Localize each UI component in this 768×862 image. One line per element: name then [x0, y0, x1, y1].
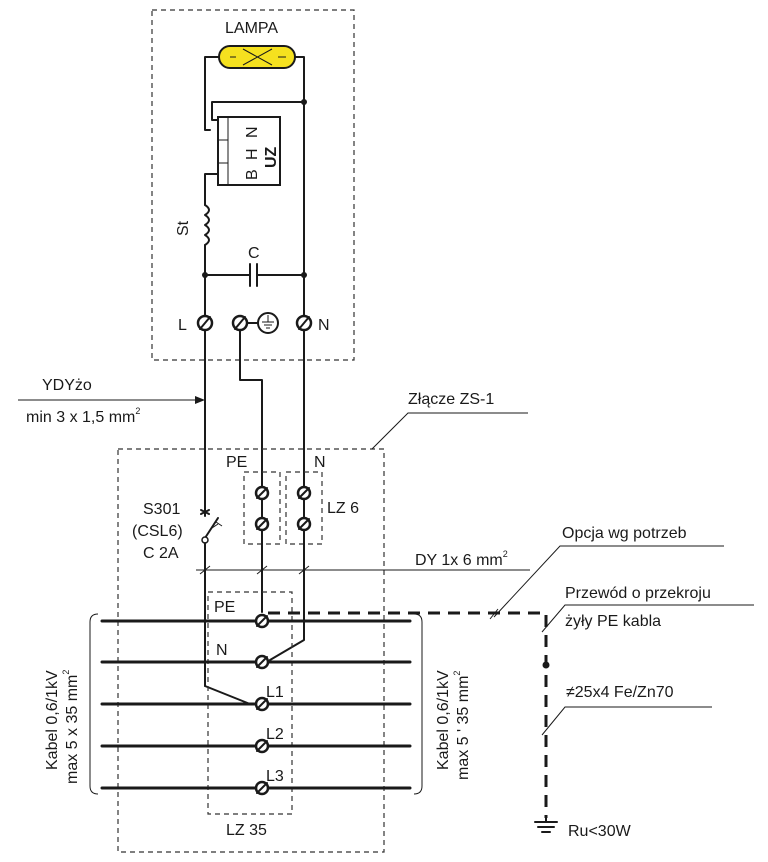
breaker-type: (CSL6) — [132, 523, 183, 540]
wire-lamp-neutral — [211, 101, 305, 121]
cable-right-label: Kabel 0,6/1kV — [435, 670, 452, 770]
bus-pe-label: PE — [214, 599, 235, 616]
connector-box — [117, 448, 385, 853]
supply-cable-label: YDYżo — [42, 377, 92, 394]
conductor-leader — [541, 604, 754, 633]
lz6-label: LZ 6 — [327, 500, 359, 517]
connector-leader — [371, 412, 528, 450]
igniter-label-b: B — [244, 169, 261, 180]
cable-bracket-left — [89, 613, 99, 795]
wire-lamp-right — [294, 56, 305, 321]
wire-igniter-ballast — [204, 173, 219, 206]
pe-label: PE — [226, 454, 247, 471]
breaker-model: S301 — [143, 501, 180, 518]
screw-terminal-icon — [296, 485, 312, 501]
tick-mark — [489, 608, 499, 620]
screw-terminal-icon — [254, 485, 270, 501]
screw-terminal-icon — [254, 516, 270, 532]
n-label: N — [314, 454, 326, 471]
strip-leader — [541, 706, 712, 736]
circuit-breaker-icon — [200, 507, 223, 544]
bus-l3-label: L3 — [266, 768, 284, 785]
terminal-n-label: N — [318, 317, 330, 334]
bus-n-label: N — [216, 642, 228, 659]
option-label: Opcja wg potrzeb — [562, 525, 687, 542]
screw-terminal-icon — [196, 314, 214, 332]
conductor-label-1: Przewód o przekroju — [565, 585, 711, 602]
igniter-label: UZ — [263, 146, 280, 168]
cable-right-size: max 5 ' 35 mm2 — [452, 671, 472, 780]
cable-bracket-right — [413, 613, 423, 795]
wire-pe-down — [239, 329, 263, 489]
junction-dot — [542, 661, 550, 669]
earth-resistance-label: Ru<30W — [568, 823, 632, 840]
screw-terminal-icon — [231, 314, 249, 332]
inductor-icon — [204, 204, 210, 246]
igniter-label-h: H — [244, 148, 261, 160]
screw-terminal-icon — [254, 696, 270, 712]
screw-terminal-icon — [295, 314, 313, 332]
screw-terminal-icon — [254, 654, 270, 670]
cable-left-label: Kabel 0,6/1kV — [44, 670, 61, 770]
ballast-label: St — [175, 220, 192, 236]
wire-l1-link — [204, 685, 251, 705]
wire-n-to-bus — [269, 529, 305, 661]
capacitor-icon — [204, 263, 305, 287]
supply-cable-size: min 3 x 1,5 mm2 — [26, 406, 140, 426]
screw-terminal-icon — [254, 780, 270, 796]
dy-wire-label: DY 1x 6 mm2 — [415, 549, 508, 569]
wire-lamp-left — [204, 56, 220, 131]
connector-label: Złącze ZS-1 — [408, 391, 494, 408]
bus-l2-label: L2 — [266, 726, 284, 743]
strip-label: ≠25x4 Fe/Zn70 — [566, 684, 674, 701]
screw-terminal-icon — [296, 516, 312, 532]
bus-l1-label: L1 — [266, 684, 284, 701]
igniter-block — [217, 116, 281, 186]
junction-dot — [301, 99, 307, 105]
terminal-l-label: L — [178, 317, 187, 334]
breaker-rating: C 2A — [143, 545, 179, 562]
ground-symbol-icon — [257, 312, 279, 334]
screw-terminal-icon — [254, 738, 270, 754]
capacitor-label: C — [248, 245, 260, 262]
lz35-label: LZ 35 — [226, 822, 267, 839]
lamp-label: LAMPA — [225, 20, 278, 37]
earth-electrode-icon — [534, 817, 558, 833]
conductor-label-2: żyły PE kabla — [565, 613, 661, 630]
junction-dot — [301, 272, 307, 278]
screw-terminal-icon — [254, 613, 270, 629]
arrow-head — [195, 396, 205, 404]
lamp-icon — [218, 45, 296, 69]
lamp-housing-box — [151, 9, 355, 361]
junction-dot — [202, 272, 208, 278]
option-leader — [493, 545, 724, 618]
cable-left-size: max 5 x 35 mm2 — [61, 670, 81, 784]
igniter-label-n: N — [244, 126, 261, 138]
